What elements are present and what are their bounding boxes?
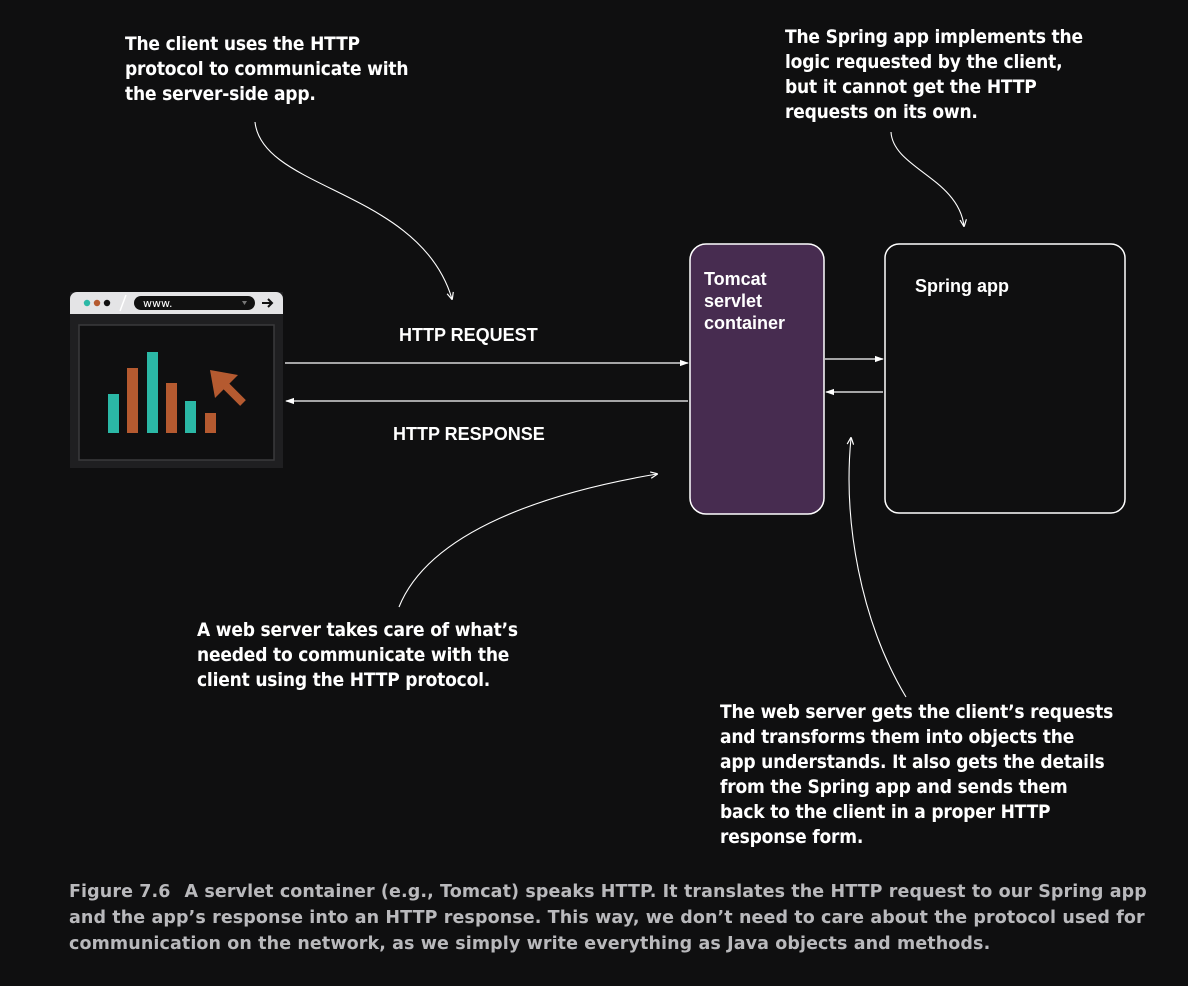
browser-window-icon	[70, 292, 283, 468]
window-dot-teal-icon	[83, 299, 91, 307]
window-dot-black-icon	[103, 299, 111, 307]
go-arrow-icon	[262, 298, 274, 308]
transform-annotation-leader	[849, 438, 907, 698]
client-annotation-leader	[254, 121, 452, 299]
client-http-annotation: The client uses the HTTP protocol to com…	[125, 33, 409, 105]
caption-text: A servlet container (e.g., Tomcat) speak…	[69, 882, 1147, 954]
spring-annotation-leader	[890, 131, 964, 226]
web-server-annotation-leader	[398, 474, 657, 608]
bar-chart-icon	[108, 352, 216, 433]
spring-app-label: Spring app	[915, 276, 1009, 296]
window-dot-orange-icon	[93, 299, 101, 307]
web-server-communication-annotation: A web server takes care of what’s needed…	[197, 619, 518, 691]
http-request-label: HTTP REQUEST	[399, 325, 538, 345]
http-response-label: HTTP RESPONSE	[393, 424, 545, 444]
figure-number: Figure 7.6	[69, 882, 171, 902]
address-bar[interactable]	[134, 296, 255, 310]
tomcat-servlet-container-box	[689, 243, 825, 515]
cursor-arrow-icon	[210, 370, 246, 406]
address-bar-text: www.	[143, 297, 173, 310]
web-server-transform-annotation: The web server gets the client’s request…	[720, 701, 1114, 848]
spring-app-box	[884, 243, 1126, 514]
dropdown-caret-icon	[242, 301, 247, 305]
spring-logic-annotation: The Spring app implements the logic requ…	[785, 26, 1083, 123]
tomcat-label: Tomcat servlet container	[704, 269, 786, 333]
